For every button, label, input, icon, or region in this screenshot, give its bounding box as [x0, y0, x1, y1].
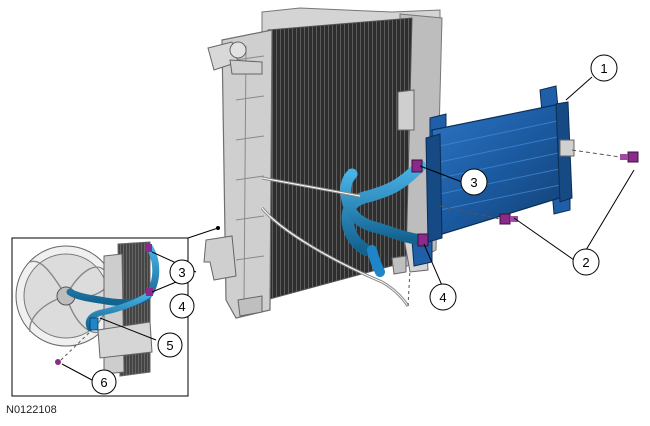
bolt-icon [620, 151, 639, 163]
callout-2: 2 [572, 248, 600, 276]
bolts [407, 149, 639, 307]
svg-text:1: 1 [600, 61, 607, 76]
callout-5: 5 [157, 332, 183, 358]
bolt-icon [499, 213, 518, 225]
svg-text:3: 3 [470, 175, 477, 190]
callout-3-inset: 3 [169, 259, 195, 285]
svg-text:4: 4 [178, 299, 185, 314]
svg-text:4: 4 [439, 290, 446, 305]
svg-text:5: 5 [166, 338, 173, 353]
fluid-cooler [411, 85, 575, 267]
figure-id: N0122108 [6, 404, 57, 416]
callout-4-inset: 4 [169, 293, 195, 319]
bolt-icon [55, 359, 61, 365]
inset-connector [187, 227, 219, 239]
svg-text:6: 6 [100, 375, 107, 390]
detail-inset [11, 237, 189, 397]
cooler-hoses [260, 159, 429, 307]
radiator-core [265, 17, 413, 301]
radiator [203, 7, 443, 319]
callout-4-main: 4 [429, 283, 457, 311]
svg-text:3: 3 [178, 265, 185, 280]
callout-1: 1 [590, 54, 618, 82]
callout-6: 6 [91, 369, 117, 395]
callout-3-main: 3 [460, 168, 488, 196]
svg-text:2: 2 [582, 255, 589, 270]
